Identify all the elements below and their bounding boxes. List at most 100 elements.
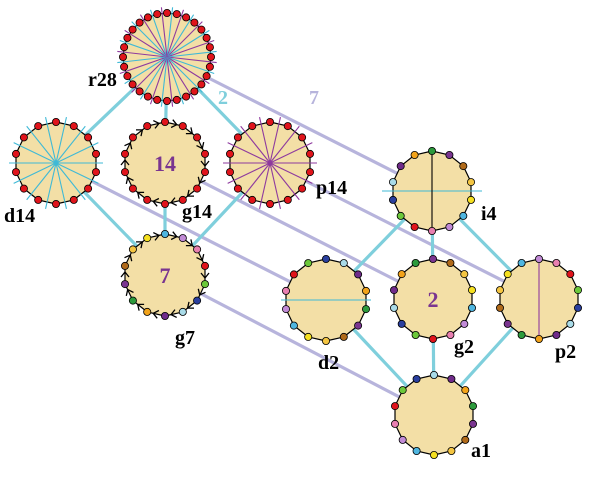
vertex-g14-13 — [143, 122, 152, 131]
vertex-d14-6 — [69, 195, 78, 204]
node-d2 — [281, 254, 371, 345]
vertex-r28-15 — [153, 95, 162, 104]
spoke-p14-2 — [269, 142, 313, 164]
node-label-g14: g14 — [182, 201, 212, 223]
vertex-g2-12 — [397, 270, 406, 279]
spoke-r28-2 — [166, 14, 195, 58]
vertex-g7-10 — [121, 280, 130, 289]
spoke-r28-21 — [117, 50, 168, 58]
vertex-g2-8 — [411, 330, 420, 339]
vertex-d14-3 — [92, 149, 101, 158]
vertex-p2-1 — [552, 258, 561, 267]
vertex-p14-9 — [233, 184, 242, 193]
vertex-a1-9 — [398, 435, 407, 444]
vertex-p14-7 — [265, 199, 274, 208]
node-g7: 7 — [120, 229, 210, 320]
center-label-g2: 2 — [428, 287, 439, 312]
vertex-i4-1 — [445, 150, 454, 159]
node-label-i4: i4 — [481, 203, 497, 225]
vertex-d2-12 — [289, 270, 298, 279]
spoke-d14-12 — [26, 125, 57, 164]
vertex-p2-7 — [535, 334, 544, 343]
vertex-r28-4 — [197, 25, 206, 34]
spoke-r28-22 — [119, 39, 168, 58]
spoke-r28-16 — [139, 56, 168, 100]
arrow-g7-7 — [152, 309, 160, 319]
arrow-g7-3 — [200, 272, 210, 280]
vertex-r28-2 — [182, 13, 191, 22]
vertex-r28-19 — [123, 72, 132, 81]
spoke-d14-9 — [13, 162, 57, 184]
vertex-r28-17 — [135, 87, 144, 96]
spoke-r28-27 — [160, 7, 168, 58]
vertex-g7-3 — [200, 261, 209, 270]
vertex-g14-6 — [178, 195, 187, 204]
node-label-d14: d14 — [4, 205, 35, 227]
node-g2: 2 — [389, 254, 476, 343]
vertex-d2-0 — [321, 254, 330, 263]
vertex-p2-9 — [503, 319, 512, 328]
vertex-p14-10 — [225, 168, 234, 177]
vertex-d2-5 — [354, 321, 363, 330]
spoke-r28-15 — [149, 56, 168, 105]
vertex-p14-11 — [225, 149, 234, 158]
vertex-r28-11 — [190, 87, 199, 96]
spoke-d14-7 — [45, 162, 57, 209]
arrow-g7-13 — [153, 232, 161, 241]
vertex-p2-12 — [503, 270, 512, 279]
vertex-g14-11 — [121, 149, 130, 158]
spoke-p14-9 — [227, 162, 271, 184]
vertex-r28-25 — [135, 18, 144, 27]
spoke-r28-14 — [160, 56, 168, 107]
vertex-p14-3 — [305, 149, 314, 158]
edge-g14-g2 — [163, 161, 435, 301]
spoke-p14-1 — [269, 125, 300, 164]
spoke-r28-19 — [119, 56, 168, 75]
spoke-r28-8 — [166, 56, 215, 75]
vertex-r28-23 — [123, 33, 132, 42]
vertex-a1-13 — [412, 374, 421, 383]
vertex-p14-4 — [305, 168, 314, 177]
vertex-p14-13 — [248, 122, 257, 131]
vertex-d14-7 — [52, 199, 61, 208]
vertex-r28-3 — [190, 18, 199, 27]
vertex-r28-10 — [197, 80, 206, 89]
vertex-r28-20 — [120, 62, 129, 71]
spoke-d14-8 — [26, 162, 57, 201]
arrow-g14-8 — [136, 191, 145, 199]
node-label-p2: p2 — [555, 341, 576, 363]
vertex-d2-4 — [361, 305, 370, 314]
vertex-g14-9 — [128, 184, 137, 193]
vertex-g7-4 — [200, 280, 209, 289]
vertex-g7-0 — [160, 229, 169, 238]
spoke-r28-17 — [131, 56, 168, 93]
edge-label-r28-i4: 7 — [309, 87, 319, 109]
vertex-d2-10 — [281, 305, 290, 314]
edges-layer — [54, 55, 541, 417]
vertex-r28-6 — [205, 43, 214, 52]
spoke-r28-5 — [166, 39, 215, 58]
vertex-d14-12 — [19, 133, 28, 142]
spoke-d14-11 — [13, 142, 57, 164]
vertex-a1-5 — [461, 435, 470, 444]
vertex-d14-5 — [84, 184, 93, 193]
vertex-g14-7 — [160, 199, 169, 208]
vertex-a1-2 — [461, 386, 470, 395]
vertex-p14-5 — [298, 184, 307, 193]
spoke-d14-4 — [55, 162, 99, 184]
arrow-g7-9 — [125, 288, 134, 297]
vertex-g7-9 — [128, 296, 137, 305]
spoke-r28-25 — [139, 14, 168, 58]
edge-label-r28-p14: 2 — [218, 87, 228, 109]
vertex-g7-1 — [178, 234, 187, 243]
arrow-g7-1 — [185, 239, 194, 247]
vertex-i4-9 — [396, 211, 405, 220]
vertex-d2-1 — [339, 259, 348, 268]
vertex-a1-3 — [468, 402, 477, 411]
vertex-r28-8 — [205, 62, 214, 71]
vertex-g2-3 — [467, 286, 476, 295]
vertex-a1-4 — [468, 419, 477, 428]
vertex-d2-9 — [289, 321, 298, 330]
vertex-i4-3 — [466, 178, 475, 187]
